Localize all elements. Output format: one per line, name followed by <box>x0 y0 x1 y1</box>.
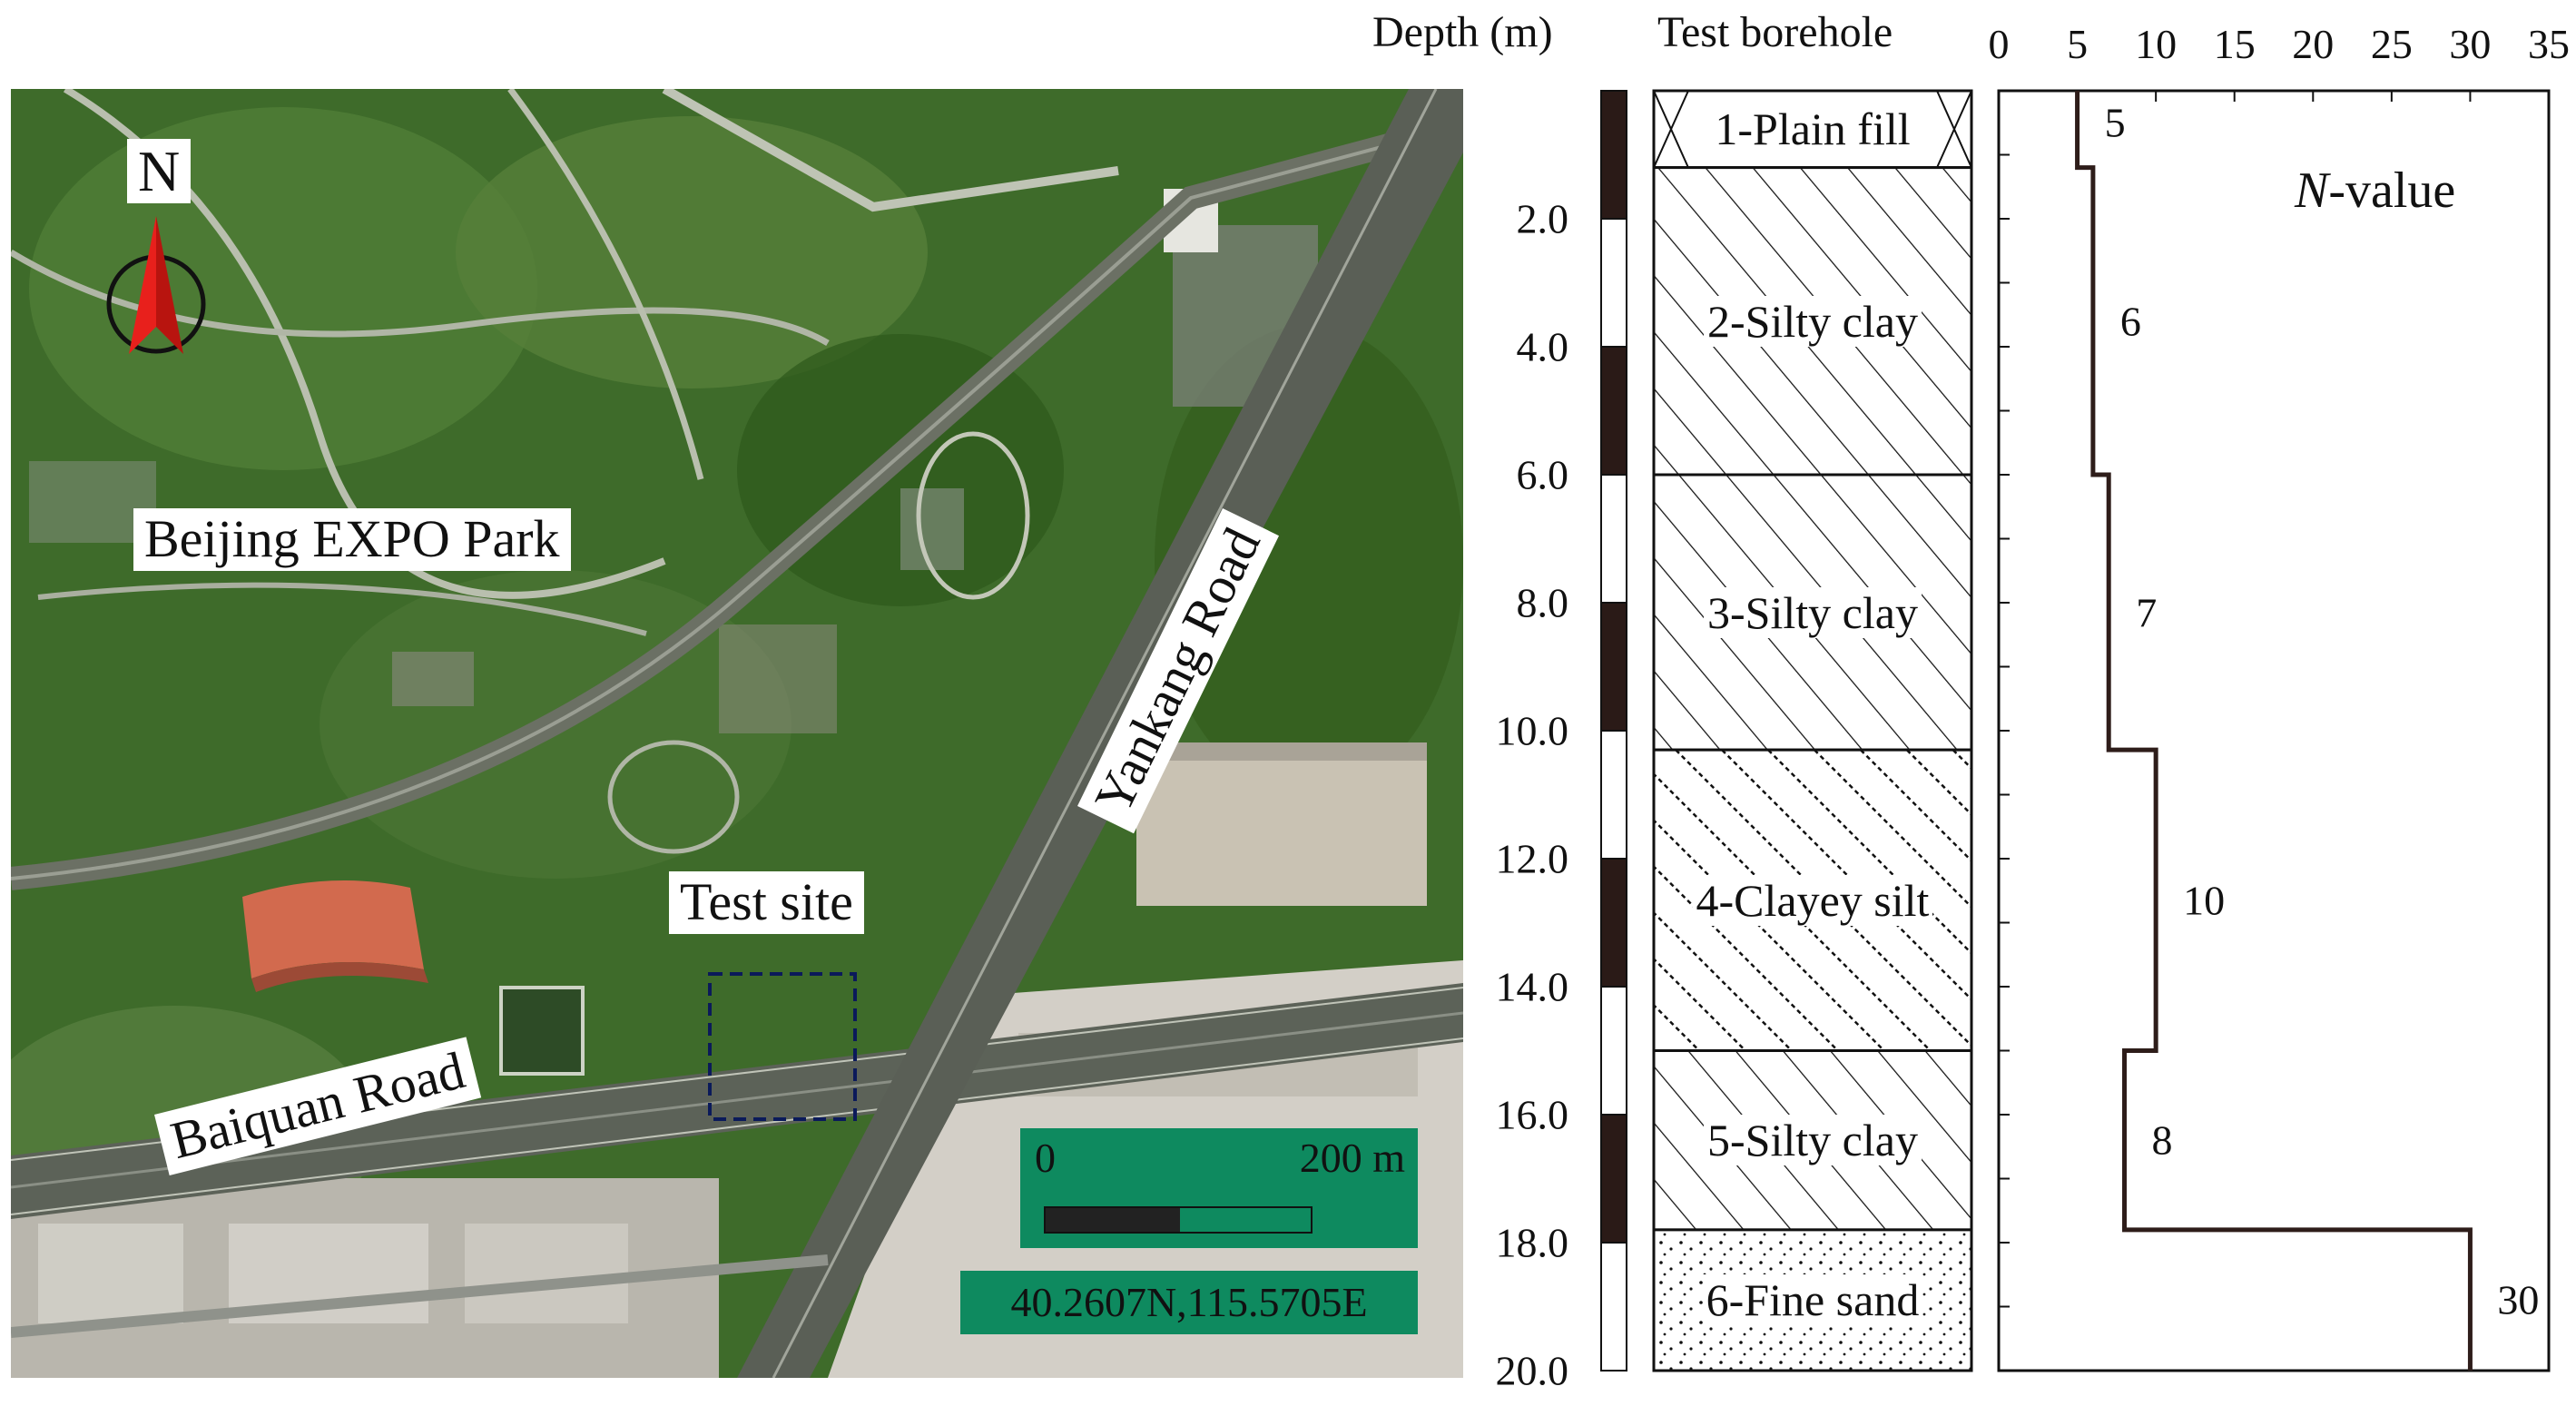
x-tick-label: 20 <box>2292 21 2335 67</box>
n-value-data-label: 7 <box>2136 589 2158 636</box>
layer-label: 4-Clayey silt <box>1654 874 1971 927</box>
depth-tick-label: 14.0 <box>1495 963 1569 1010</box>
scale-bar-box: 0 200 m <box>1020 1128 1418 1248</box>
depth-segment <box>1600 730 1627 860</box>
x-tick-label: 10 <box>2135 21 2178 67</box>
layer-label: 5-Silty clay <box>1654 1114 1971 1166</box>
depth-segment <box>1600 602 1627 732</box>
depth-segment <box>1600 346 1627 476</box>
north-arrow-icon <box>106 216 206 354</box>
map-imagery <box>11 89 1463 1378</box>
scale-bar <box>1044 1206 1313 1234</box>
x-tick-label: 30 <box>2449 21 2492 67</box>
depth-segment <box>1600 858 1627 988</box>
fill-cross-line <box>1653 90 1689 169</box>
depth-tick-label: 10.0 <box>1495 707 1569 754</box>
depth-tick-label: 18.0 <box>1495 1219 1569 1266</box>
x-tick-label: 35 <box>2528 21 2570 67</box>
n-value-data-label: 8 <box>2151 1116 2173 1164</box>
depth-segment <box>1600 474 1627 604</box>
depth-tick-label: 12.0 <box>1495 835 1569 882</box>
n-value-plot <box>1997 89 2551 1372</box>
satellite-map: N Beijing EXPO Park Test site Baiquan Ro… <box>11 89 1463 1378</box>
scale-bar-dark-segment <box>1046 1208 1180 1232</box>
n-value-data-label: 10 <box>2183 877 2226 924</box>
scale-zero-label: 0 <box>1035 1135 1056 1181</box>
test-site-label: Test site <box>669 871 864 934</box>
x-tick-label: 0 <box>1988 21 2010 67</box>
layer-label: 3-Silty clay <box>1654 586 1971 639</box>
depth-tick-label: 2.0 <box>1516 195 1569 242</box>
n-value-title: N-value <box>2295 162 2456 219</box>
depth-segment <box>1600 1242 1627 1372</box>
depth-segment <box>1600 90 1627 220</box>
depth-tick-label: 4.0 <box>1516 323 1569 370</box>
depth-segment <box>1600 1114 1627 1244</box>
n-value-data-label: 6 <box>2119 298 2141 345</box>
depth-header: Depth (m) <box>1372 8 1553 56</box>
depth-tick-label: 16.0 <box>1495 1091 1569 1138</box>
depth-segment <box>1600 986 1627 1116</box>
depth-tick-label: 6.0 <box>1516 451 1569 498</box>
borehole-header: Test borehole <box>1657 8 1893 56</box>
north-label: N <box>127 139 192 204</box>
park-label: Beijing EXPO Park <box>133 508 571 571</box>
plot-frame <box>1997 89 2551 1372</box>
x-tick-label: 25 <box>2370 21 2413 67</box>
layer-label: 6-Fine sand <box>1654 1273 1971 1326</box>
fill-cross-line <box>1936 90 1972 169</box>
layer-label: 2-Silty clay <box>1654 295 1971 348</box>
n-value-data-label: 5 <box>2104 99 2126 146</box>
n-value-line <box>2075 91 2473 1371</box>
n-value-data-label: 30 <box>2497 1276 2540 1323</box>
scale-max-label: 200 m <box>1299 1135 1405 1181</box>
depth-tick-label: 8.0 <box>1516 579 1569 626</box>
depth-tick-label: 20.0 <box>1495 1347 1569 1394</box>
borehole-layers <box>1652 89 1973 1372</box>
coordinates-label: 40.2607N,115.5705E <box>960 1271 1418 1334</box>
depth-scale-column <box>1600 90 1627 1372</box>
depth-segment <box>1600 218 1627 348</box>
test-site-box <box>708 972 857 1121</box>
layer-label: 1-Plain fill <box>1654 103 1971 155</box>
x-tick-label: 5 <box>2067 21 2089 67</box>
x-tick-label: 15 <box>2213 21 2256 67</box>
